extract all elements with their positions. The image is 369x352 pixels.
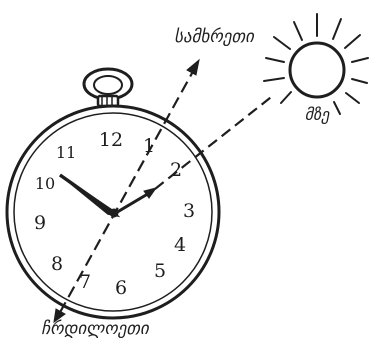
numeral-12: 12	[99, 129, 123, 151]
hour-hand-shaft	[60, 175, 114, 213]
arrow-south-head	[187, 60, 199, 75]
sun-disc	[290, 43, 344, 97]
numeral-5: 5	[154, 260, 166, 282]
numeral-8: 8	[51, 253, 63, 275]
sun-icon	[264, 14, 368, 114]
clock-hands	[60, 175, 156, 217]
minute-hand	[114, 192, 151, 214]
numeral-9: 9	[34, 212, 46, 234]
numeral-11: 11	[56, 143, 76, 162]
label-sun: მზე	[305, 105, 330, 124]
numeral-3: 3	[183, 200, 195, 222]
pocket-watch-icon	[7, 69, 219, 318]
sun-direction-line	[155, 94, 275, 189]
numeral-2: 2	[170, 159, 182, 181]
numeral-6: 6	[115, 277, 127, 299]
watch-crown	[84, 69, 132, 106]
numeral-4: 4	[174, 234, 186, 256]
label-south: სამხრეთი	[174, 27, 255, 47]
numeral-1: 1	[143, 135, 155, 157]
numeral-10: 10	[35, 174, 55, 193]
label-north: ჩრდილოეთი	[41, 319, 150, 339]
